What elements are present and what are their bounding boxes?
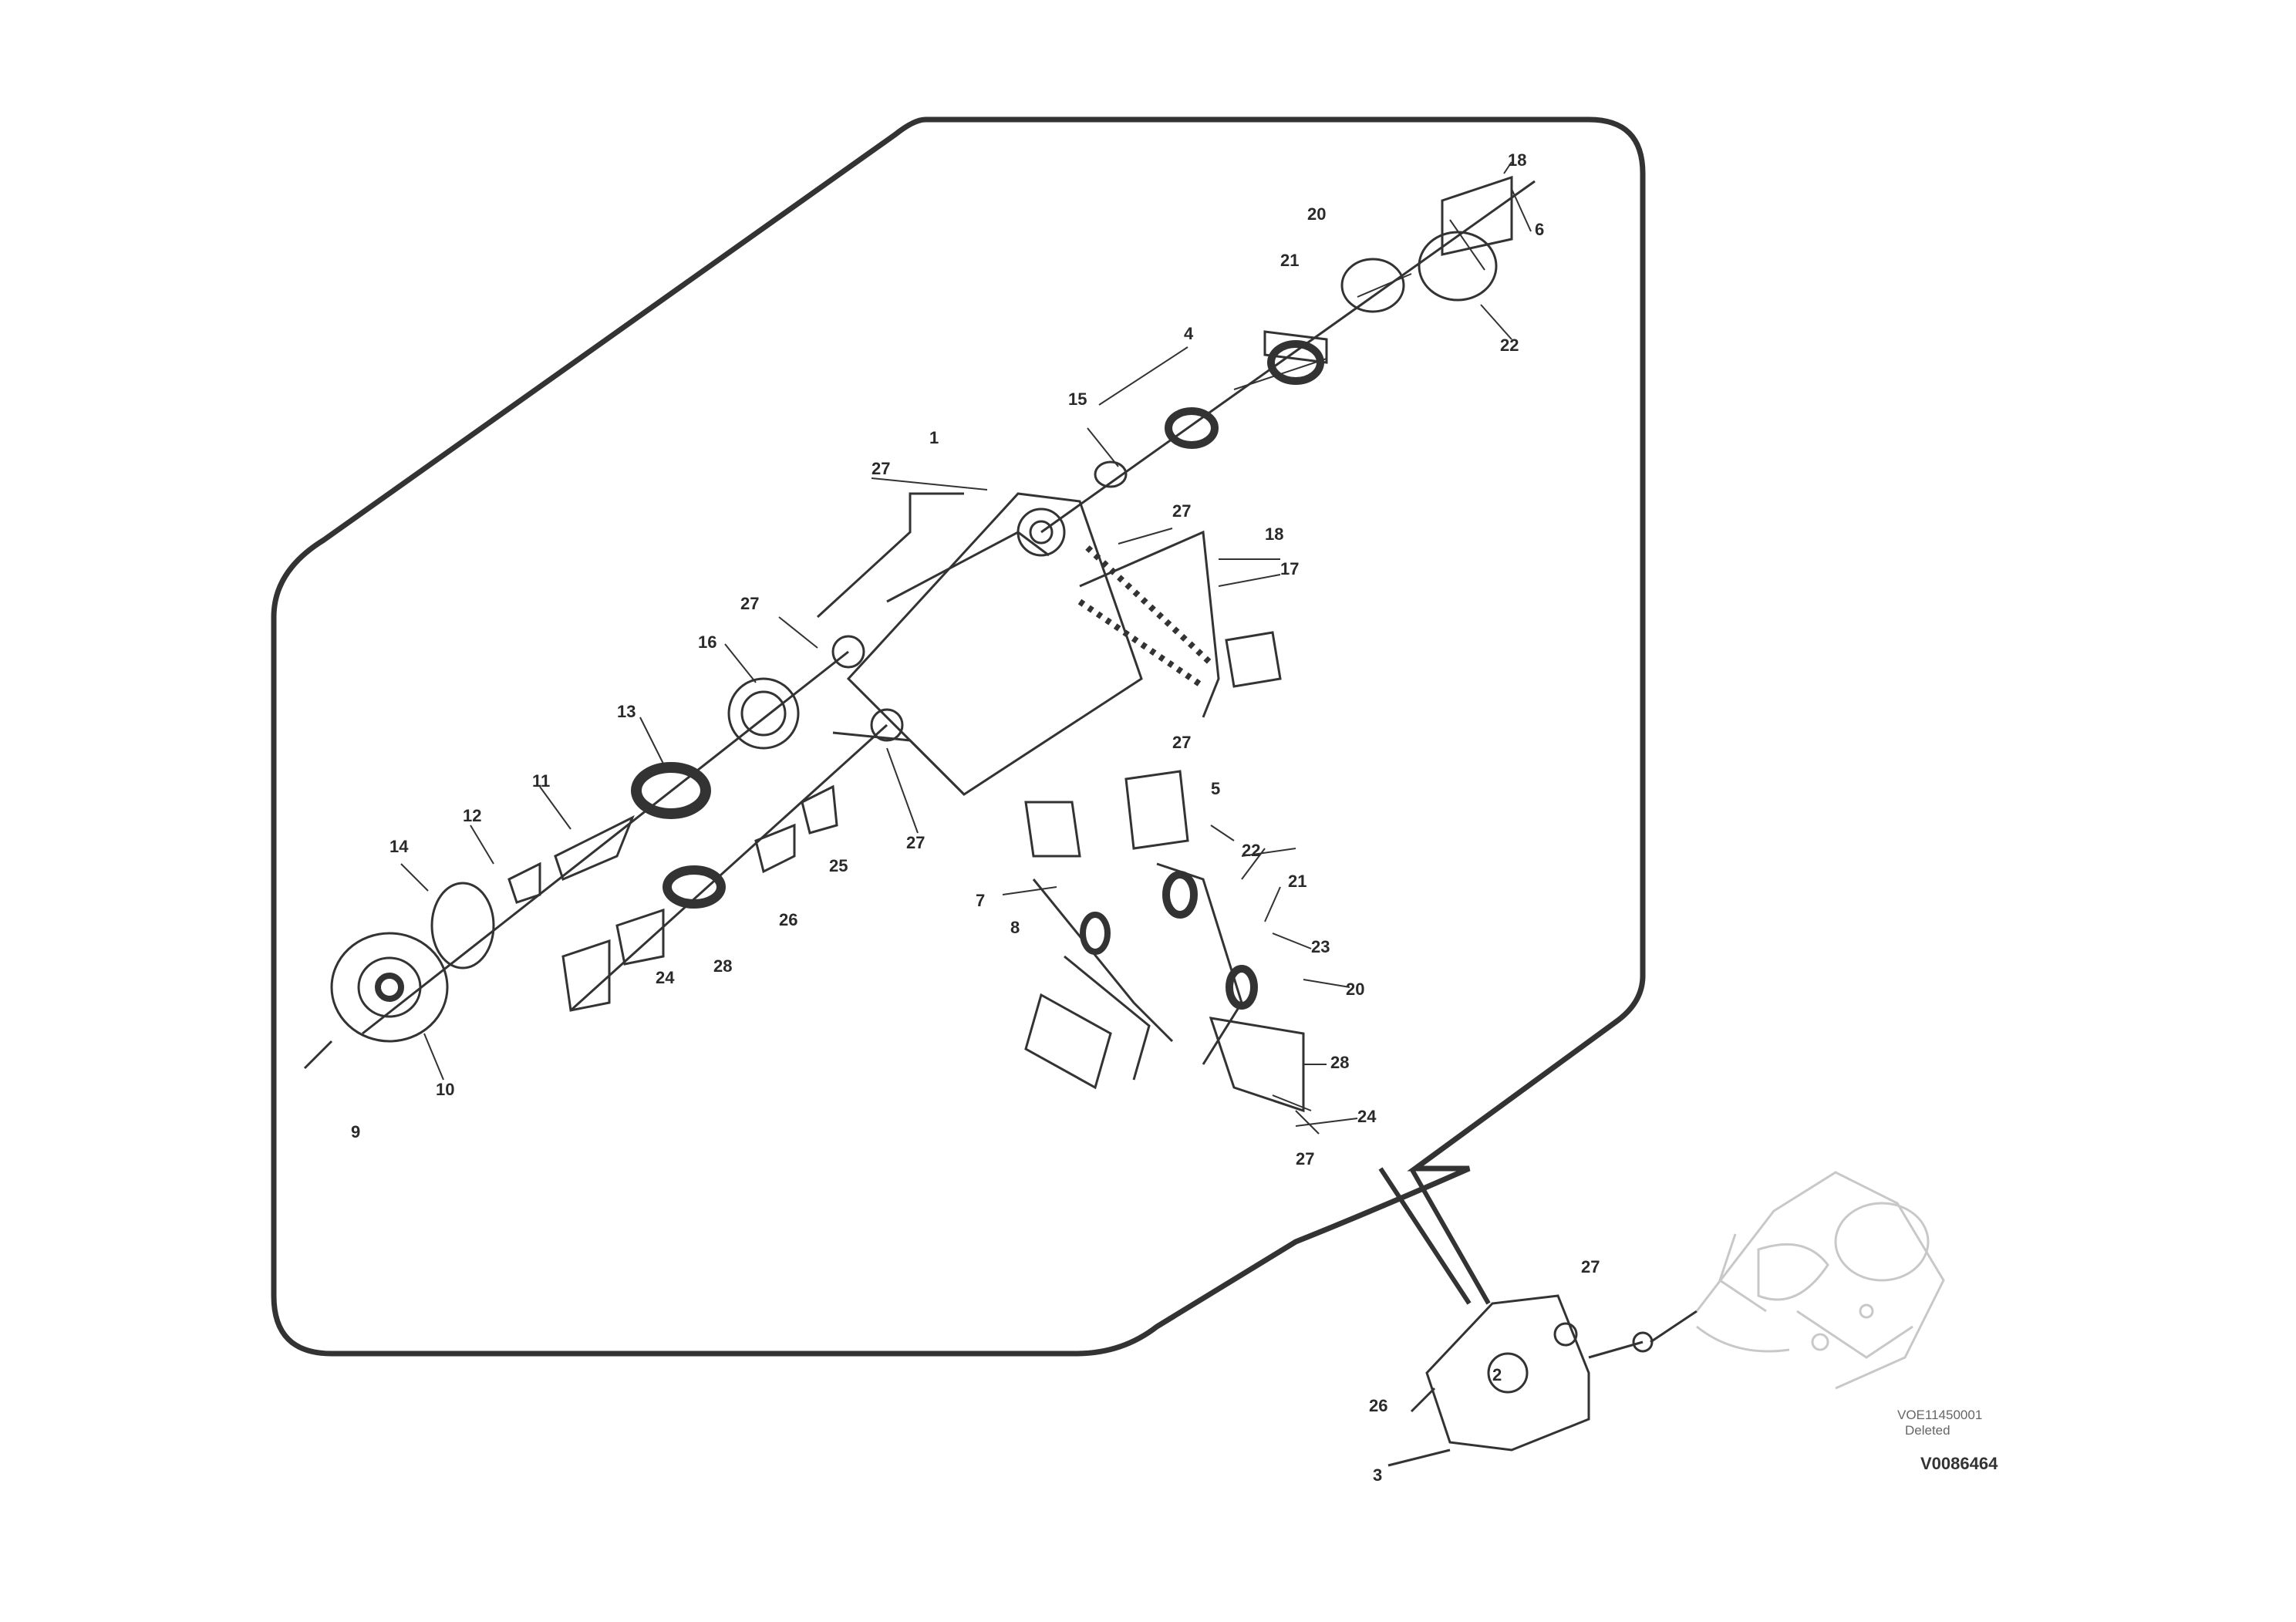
callout-9: 9	[351, 1122, 360, 1141]
callout-1: 1	[929, 428, 939, 447]
reference-line-1: VOE11450001	[1897, 1408, 1982, 1422]
callout-10: 10	[436, 1080, 454, 1099]
callout-27-c: 27	[740, 594, 759, 613]
overview-machine-faint	[1695, 1171, 1945, 1390]
callout-8: 8	[1010, 918, 1020, 937]
callout-17: 17	[1280, 559, 1299, 578]
callout-27-a: 27	[872, 459, 890, 478]
callout-27-d: 27	[906, 833, 925, 852]
callout-27-b: 27	[1172, 501, 1191, 521]
callout-23: 23	[1311, 937, 1330, 956]
callout-15: 15	[1068, 389, 1087, 409]
valve-body	[816, 492, 1143, 796]
callout-27-e: 27	[1172, 733, 1191, 752]
callout-14: 14	[389, 837, 409, 856]
left-spool-assembly	[303, 650, 849, 1070]
leader-lines	[400, 161, 1532, 1135]
callout-26-b: 26	[1369, 1396, 1387, 1415]
callout-24: 24	[656, 968, 675, 987]
detail-outline	[271, 116, 1646, 1357]
callout-24-b: 24	[1357, 1107, 1377, 1126]
callout-13: 13	[617, 702, 636, 721]
callout-26: 26	[779, 910, 797, 929]
right-seal-cluster	[1077, 530, 1305, 1113]
callout-18: 18	[1508, 150, 1526, 170]
lower-left-spool-assembly	[561, 723, 888, 1012]
callout-12: 12	[463, 806, 481, 825]
overview-valve	[1387, 1294, 1698, 1467]
upper-spool-assembly	[1040, 175, 1536, 534]
callout-2: 2	[1492, 1365, 1502, 1384]
drawing-reference: VOE11450001 Deleted V0086464	[1897, 1408, 1998, 1473]
callout-6: 6	[1535, 220, 1544, 239]
callout-7: 7	[976, 891, 985, 910]
callout-16: 16	[698, 632, 716, 652]
detail-connector	[1378, 1167, 1491, 1305]
callout-28: 28	[713, 956, 732, 976]
reference-code: V0086464	[1920, 1454, 1998, 1473]
callout-27-f: 27	[1296, 1149, 1314, 1168]
callout-labels: 18 6 20 21 22 4 15 27 1 27 18 17 27 16 1…	[351, 150, 1600, 1485]
callout-11: 11	[532, 771, 550, 791]
callout-22: 22	[1500, 336, 1519, 355]
callout-27-g: 27	[1581, 1257, 1600, 1276]
reference-line-2: Deleted	[1905, 1423, 1950, 1438]
callout-28-b: 28	[1330, 1053, 1349, 1072]
callout-22-b: 22	[1242, 841, 1260, 860]
callout-3: 3	[1373, 1465, 1382, 1485]
callout-18-b: 18	[1265, 524, 1283, 544]
callout-20-b: 20	[1346, 980, 1364, 999]
callout-20: 20	[1307, 204, 1326, 224]
callout-25: 25	[829, 856, 848, 875]
callout-21: 21	[1280, 251, 1299, 270]
callout-21-b: 21	[1288, 872, 1306, 891]
callout-5: 5	[1211, 779, 1220, 798]
callout-4: 4	[1184, 324, 1194, 343]
lower-spool-assembly	[1024, 801, 1174, 1090]
